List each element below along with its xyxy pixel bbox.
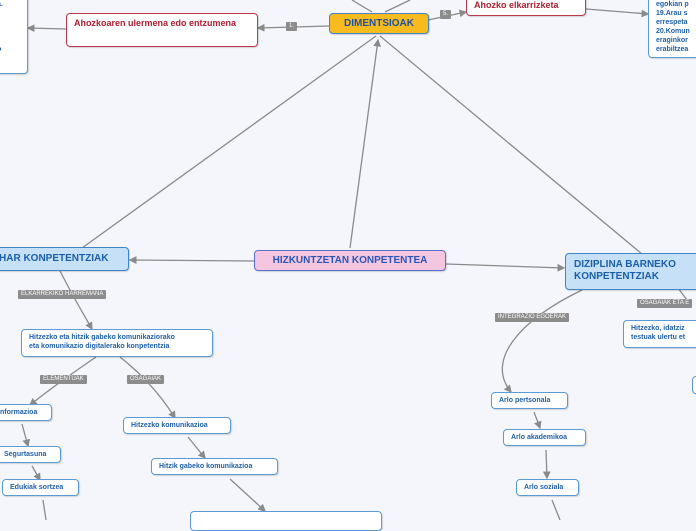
edge-dim-zeharkako (81, 35, 377, 249)
node-arlo-akademikoa[interactable]: Arlo akademikoa (503, 429, 586, 446)
node-right-partial-small[interactable] (692, 376, 696, 394)
partial-node-right-top-line-3: errespeta (656, 19, 688, 26)
edge-ahozkoaren-left (26, 24, 67, 33)
node-informazioa-label: nformazioa (0, 409, 38, 416)
node-hizkuntzetan-konpetentea[interactable]: HIZKUNTZETAN KONPETENTEA (254, 250, 446, 271)
node-bottom-partial[interactable] (190, 511, 382, 531)
node-ahozko-elkarrizketa-label: Ahozko elkarrizketa (474, 0, 559, 10)
node-diziplina-line-2: KONPETENTZIAK (574, 271, 659, 282)
edge-dim-up1 (351, 0, 373, 13)
node-arlo-pertsonala[interactable]: Arlo pertsonala (491, 392, 568, 409)
tag-elementuak: ELEMENTUAK (40, 375, 87, 384)
edge-dim-diziplina (379, 35, 643, 255)
edge-arlos-down (551, 499, 561, 520)
edge-zeharkako-hitzezko (59, 270, 93, 331)
node-hitzezko-idatziz-line-1: Hitzezko, idatziz (631, 325, 685, 332)
node-diziplina-barneko-konpetentziak[interactable]: DIZIPLINA BARNEKO KONPETENTZIAK (565, 253, 696, 290)
partial-node-right-top-line-2: 19.Arau s (656, 10, 688, 17)
edge-arlop-arloa (533, 411, 542, 430)
tag-integrazio-egoerak: INTEGRAZIO EGOERAK (495, 313, 570, 322)
partial-node-right-top-line-6: erabiltzea (656, 46, 689, 53)
partial-node-right-top-line-4: 20.Komun (656, 28, 690, 35)
tag-elkarrekiko-harremana: ELKARREKIKO HARREMANA (18, 290, 107, 299)
edge-edukiak-down (42, 499, 47, 520)
edge-dim-up2 (384, 0, 411, 13)
edge-center-dimentsioak (349, 38, 381, 249)
edge-center-diziplina (445, 263, 566, 272)
edge-seg-edukiak (31, 465, 41, 482)
node-hitzezko-komunikazioa[interactable]: Hitzezko komunikazioa (123, 417, 231, 434)
partial-node-left-top-line-1: a. (0, 1, 3, 8)
edge-hk-hg (187, 436, 206, 460)
node-ahozko-elkarrizketa[interactable]: Ahozko elkarrizketa (466, 0, 586, 16)
edge-info-seg (21, 423, 31, 448)
node-diziplina-line-1: DIZIPLINA BARNEKO (574, 259, 676, 270)
partial-node-left-top-line-2: o (0, 45, 23, 54)
node-hitzezko-idatziz[interactable]: Hitzezko, idatziz testuak ulertu et (623, 320, 696, 348)
node-hitzik-gabeko-komunikazioa[interactable]: Hitzik gabeko komunikazioa (151, 458, 278, 475)
node-hitzezko-eta-line-1: Hitzezko eta hitzik gabeko komunikaziora… (29, 334, 175, 341)
edge-ahozko-right (585, 8, 650, 18)
edge-diziplina-arlo (501, 289, 583, 394)
tag-1: 1. (286, 22, 298, 31)
node-segurtasuna[interactable]: Segurtasuna (0, 446, 61, 463)
tag-osagaiak-eta: OSAGAIAK ETA E (637, 299, 693, 308)
node-zeharkako-konpetentziak[interactable]: HAR KONPETENTZIAK (0, 247, 129, 271)
edge-hg-down (229, 478, 266, 512)
edge-center-zeharkako (128, 256, 255, 264)
tag-5: 5. (440, 10, 452, 19)
node-zeharkako-label: HAR KONPETENTZIAK (0, 253, 109, 264)
node-edukiak-sortzea[interactable]: Edukiak sortzea (2, 479, 79, 496)
node-arlo-soziala-label: Arlo soziala (524, 484, 564, 491)
node-hitzezko-idatziz-line-2: testuak ulertu et (631, 334, 686, 341)
node-hitzik-gabeko-label: Hitzik gabeko komunikazioa (159, 463, 253, 470)
node-arlo-pertsonala-label: Arlo pertsonala (499, 397, 551, 404)
node-informazioa[interactable]: nformazioa (0, 404, 52, 421)
node-hitzezko-komunikazioa-label: Hitzezko komunikazioa (131, 422, 208, 429)
edge-hitzezko-hitzezkokom (119, 356, 176, 420)
node-dimentsioak[interactable]: DIMENTSIOAK (329, 13, 429, 34)
partial-node-right-top-line-5: eraginkor (656, 37, 688, 44)
node-arlo-akademikoa-label: Arlo akademikoa (511, 434, 568, 441)
partial-node-left-top[interactable]: a. o (0, 0, 28, 74)
node-hizkuntzetan-konpetentea-label: HIZKUNTZETAN KONPETENTEA (272, 255, 428, 266)
node-edukiak-sortzea-label: Edukiak sortzea (10, 484, 64, 491)
node-hitzezko-eta-hitzik-gabeko[interactable]: Hitzezko eta hitzik gabeko komunikaziora… (21, 329, 213, 357)
tag-osagaiak: OSAGAIAK (127, 375, 165, 384)
partial-node-right-top[interactable]: egokian p 19.Arau s errespeta 20.Komun e… (648, 0, 696, 58)
node-arlo-soziala[interactable]: Arlo soziala (516, 479, 579, 496)
node-ahozkoaren-ulermena[interactable]: Ahozkoaren ulermena edo entzumena (66, 13, 258, 47)
node-hitzezko-eta-line-2: eta komunikazio digitalerako konpetentzi… (29, 343, 170, 350)
partial-node-right-top-line-1: egokian p (656, 1, 689, 8)
edge-arloa-arlos (542, 449, 551, 480)
node-segurtasuna-label: Segurtasuna (4, 451, 47, 458)
node-ahozkoaren-ulermena-label: Ahozkoaren ulermena edo entzumena (74, 18, 237, 28)
node-dimentsioak-label: DIMENTSIOAK (344, 18, 414, 29)
